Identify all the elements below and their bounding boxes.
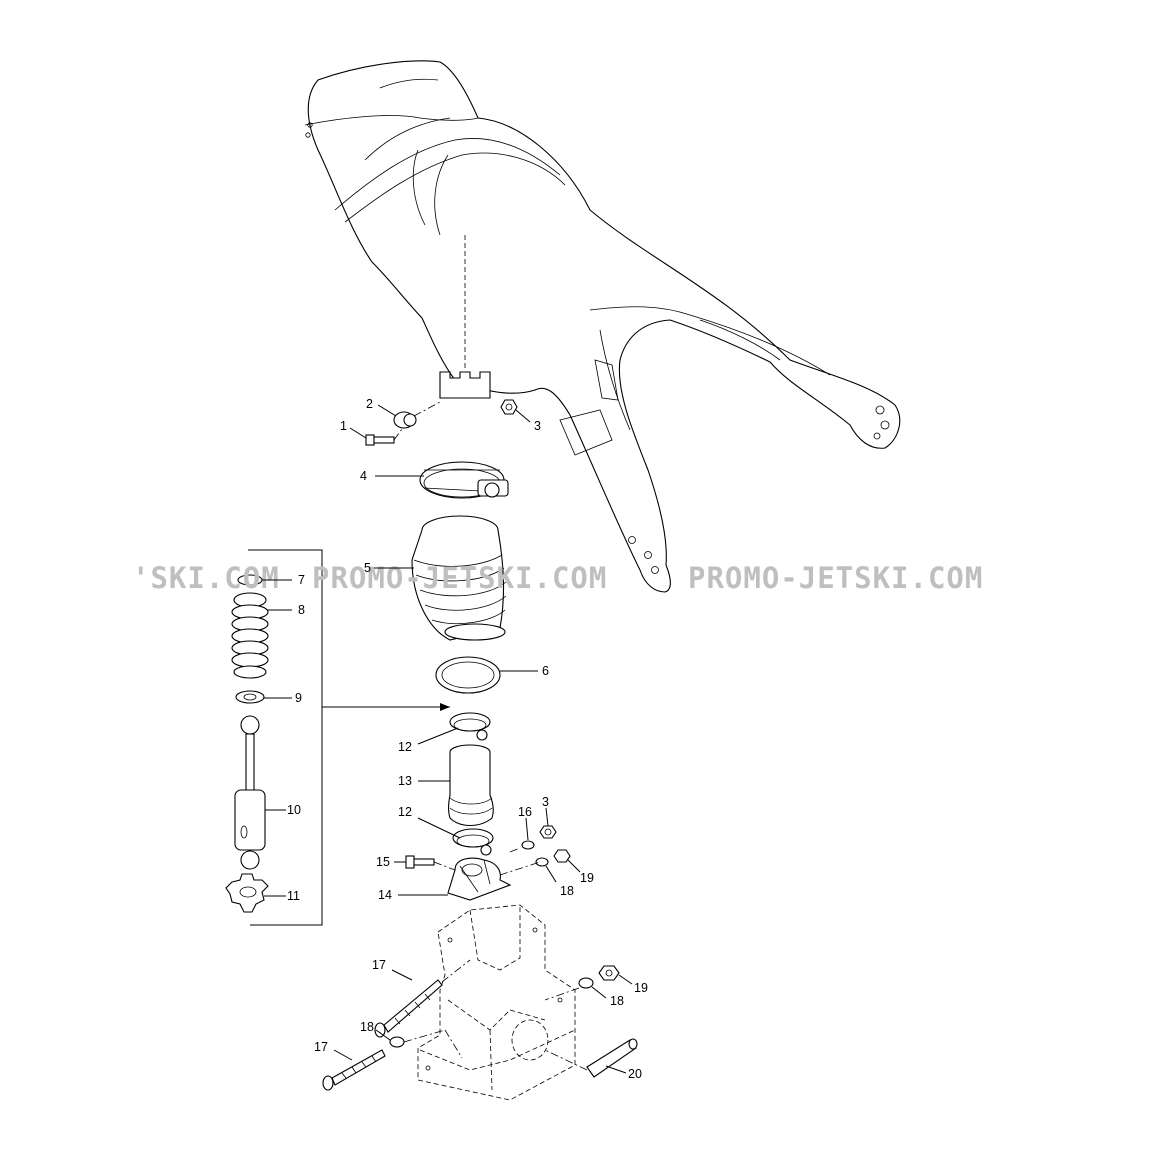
callout-1: 1 (340, 419, 347, 433)
callout-8: 8 (298, 603, 305, 617)
callout-leaders (262, 404, 633, 1074)
bolt-17-upper-drawing (374, 959, 471, 1038)
callout-13: 13 (398, 774, 412, 788)
watermark-middle: PROMO-JETSKI.COM (312, 561, 607, 595)
callout-3-lower: 3 (542, 795, 549, 809)
callout-11: 11 (287, 889, 300, 903)
clamp-12-upper-drawing (449, 712, 491, 741)
shock-assembly-drawing (225, 549, 450, 926)
washer-18-lower-left-drawing (389, 1029, 463, 1059)
mount-14-drawing (447, 857, 541, 901)
callout-10: 10 (287, 803, 301, 817)
washer-16-drawing (509, 840, 535, 853)
callout-4: 4 (360, 469, 367, 483)
callout-18-lower-left: 18 (360, 1020, 374, 1034)
bolt-1-drawing (365, 424, 406, 446)
bellows-5-drawing (411, 515, 507, 641)
callout-17-upper: 17 (372, 958, 386, 972)
callout-18-lower-right: 18 (610, 994, 624, 1008)
callout-19-upper: 19 (580, 871, 594, 885)
callout-18-upper: 18 (560, 884, 574, 898)
base-bracket-drawing (417, 904, 576, 1101)
bolt-17-lower-drawing (322, 1049, 386, 1091)
callout-labels: 1 2 3 4 5 6 7 8 9 10 11 12 13 12 16 3 15… (287, 397, 648, 1081)
callout-5: 5 (364, 561, 371, 575)
callout-12-lower: 12 (398, 805, 412, 819)
washer-18-upper-drawing (535, 857, 549, 867)
nut-19-lower-drawing (544, 965, 620, 1001)
watermark-right: PROMO-JETSKI.COM (688, 561, 983, 595)
callout-19-lower: 19 (634, 981, 648, 995)
seat-drawing (304, 60, 901, 593)
pin-20-drawing (544, 1038, 638, 1078)
nut-3-lower-drawing (539, 825, 557, 839)
bolt-15-drawing (405, 855, 456, 871)
callout-14: 14 (378, 888, 392, 902)
ring-6-drawing (435, 656, 501, 694)
watermark-left: 'SKI.COM (132, 561, 280, 595)
callout-7: 7 (298, 573, 305, 587)
clamp-4-drawing (419, 461, 509, 499)
callout-20: 20 (628, 1067, 642, 1081)
washer-18-lower-right-drawing (578, 977, 594, 989)
boot-13-drawing (447, 744, 494, 827)
callout-17-lower: 17 (314, 1040, 328, 1054)
nut-19-upper-drawing (553, 849, 571, 863)
bushing-2-drawing (393, 401, 441, 429)
watermark: 'SKI.COM PROMO-JETSKI.COM PROMO-JETSKI.C… (132, 561, 983, 595)
clamp-12-lower-drawing (452, 828, 494, 856)
callout-16: 16 (518, 805, 532, 819)
callout-6: 6 (542, 664, 549, 678)
callout-9: 9 (295, 691, 302, 705)
callout-15: 15 (376, 855, 390, 869)
callout-2: 2 (366, 397, 373, 411)
nut-3-top-drawing (500, 399, 518, 415)
callout-3-top: 3 (534, 419, 541, 433)
callout-12-upper: 12 (398, 740, 412, 754)
